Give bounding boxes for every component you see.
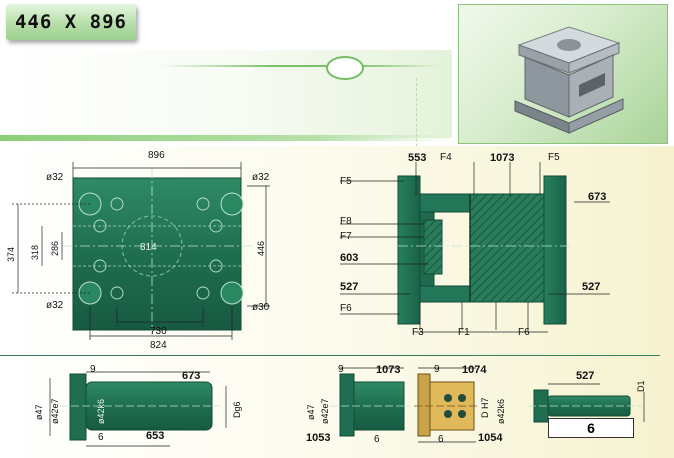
part2-dim-9: 9 — [338, 364, 344, 375]
part4-dim-527: 527 — [576, 370, 595, 382]
banner-divider — [416, 78, 418, 182]
hole-top-right — [220, 192, 244, 216]
part1-d47: ø47 — [34, 404, 44, 420]
product-photo-panel — [458, 4, 668, 144]
side-label-673: 673 — [588, 191, 607, 203]
side-label-f6-left: F6 — [340, 303, 352, 314]
side-label-f4: F4 — [440, 152, 452, 163]
part1-dim-673: 673 — [182, 370, 201, 382]
part-guide-bush — [330, 373, 410, 437]
front-view — [12, 162, 270, 340]
side-label-f5-left: F5 — [340, 176, 352, 187]
part2-dim-1073: 1073 — [376, 364, 401, 376]
hole-label-bottom-right: ø30 — [252, 302, 270, 313]
part-return-pin — [528, 383, 645, 423]
banner-underline — [0, 135, 452, 141]
dim-318: 318 — [30, 244, 40, 260]
title-tab: 446 X 896 — [6, 4, 136, 40]
part1-dp6: Dg6 — [232, 401, 242, 418]
dim-width: 896 — [148, 150, 165, 161]
side-label-f3: F3 — [412, 327, 424, 338]
part4-d1: D1 — [636, 380, 646, 392]
parts-row — [49, 367, 645, 447]
part3-dim-1054: 1054 — [478, 432, 503, 444]
mold-base-image — [514, 26, 624, 134]
dim-730: 730 — [150, 326, 167, 337]
side-clamp-left — [397, 175, 421, 325]
side-label-f6-bottom: F6 — [518, 327, 530, 338]
part1-d42k6: ø42k6 — [96, 398, 106, 424]
dim-446: 446 — [256, 240, 266, 256]
part-brass-bush — [340, 367, 480, 443]
side-label-603: 603 — [340, 252, 359, 264]
drawing-graphics — [12, 162, 645, 447]
banner-line — [160, 65, 440, 67]
part1-dim-9: 9 — [90, 364, 96, 375]
part3-dim-9: 9 — [434, 364, 440, 375]
header-banner — [0, 50, 452, 182]
side-cavity-plate — [469, 193, 545, 303]
banner-oval-ornament — [326, 56, 364, 80]
part2-dim-6: 6 — [374, 434, 380, 445]
part3-dim-1074: 1074 — [462, 364, 487, 376]
side-clamp-right — [543, 175, 567, 325]
part1-dim-653: 653 — [146, 430, 165, 442]
part1-dim-6: 6 — [98, 432, 104, 443]
side-label-1073: 1073 — [490, 152, 515, 164]
part3-dh7: D H7 — [480, 397, 490, 418]
dim-286: 286 — [50, 240, 60, 256]
part1-d42e7: ø42e7 — [50, 398, 60, 424]
side-label-f7: F7 — [340, 231, 352, 242]
part3-d42k6: ø42k6 — [496, 398, 506, 424]
part-guide-pin — [49, 371, 227, 447]
side-label-f1: F1 — [458, 327, 470, 338]
dim-center-circle: 814 — [140, 242, 157, 253]
page-title: 446 X 896 — [15, 11, 127, 33]
hole-label-top-left: ø32 — [46, 172, 64, 183]
dim-824: 824 — [150, 340, 167, 351]
side-label-f5-top: F5 — [548, 152, 560, 163]
part2-d47: ø47 — [306, 404, 316, 420]
part3-dim-6: 6 — [438, 434, 444, 445]
hole-bottom-right — [220, 281, 244, 305]
part2-d42e7: ø42e7 — [320, 398, 330, 424]
hole-label-top-right: ø32 — [252, 172, 270, 183]
side-label-527-left: 527 — [340, 281, 359, 293]
side-label-f8: F8 — [340, 216, 352, 227]
part2-dim-1053: 1053 — [306, 432, 331, 444]
part4-boxed-value: 6 — [548, 418, 634, 438]
side-label-553: 553 — [408, 152, 427, 164]
section-separator — [0, 355, 660, 356]
side-view — [340, 162, 610, 333]
dim-374: 374 — [6, 246, 16, 262]
technical-drawing-area — [0, 146, 674, 458]
side-label-527-right: 527 — [582, 281, 601, 293]
hole-label-bottom-left: ø32 — [46, 300, 64, 311]
